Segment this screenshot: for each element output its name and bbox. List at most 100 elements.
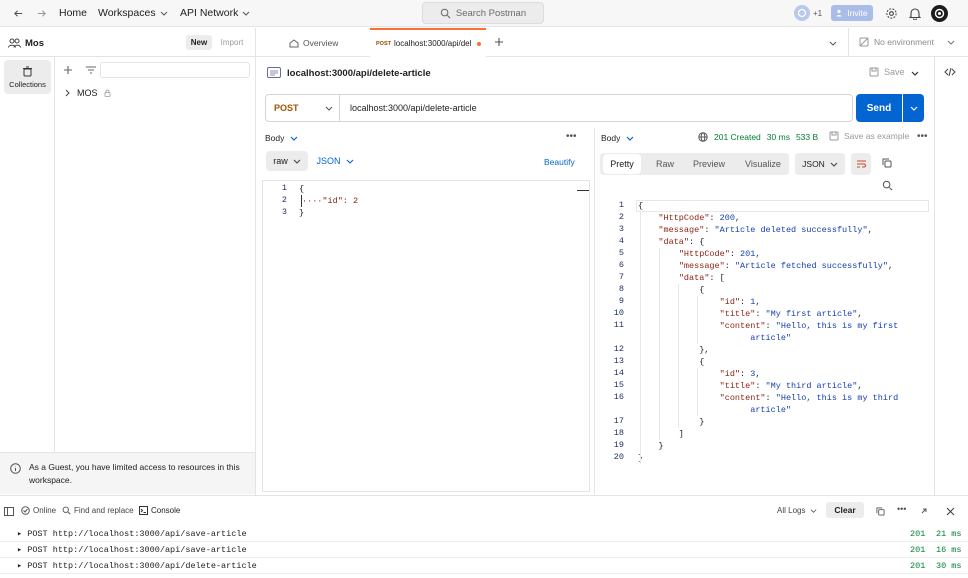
tab-visualize[interactable]: Visualize [745, 159, 781, 169]
top-bar: Home Workspaces API Network Search Postm… [0, 0, 968, 27]
online-status[interactable]: Online [21, 506, 56, 515]
sidebar-rail: Collections [0, 56, 55, 494]
editor-scroll-marker [577, 190, 589, 191]
body-mode-select[interactable]: raw [266, 151, 308, 171]
tab-raw[interactable]: Raw [656, 159, 675, 169]
search-icon[interactable] [882, 180, 893, 191]
avatar[interactable] [794, 5, 810, 21]
search-bar[interactable]: Search Postman [422, 2, 544, 24]
tree-item-mos[interactable]: MOS [64, 88, 111, 98]
no-environment-icon [859, 37, 869, 47]
import-button[interactable]: Import [220, 38, 244, 47]
save-chevron-down-icon[interactable] [911, 69, 919, 77]
tab-preview[interactable]: Preview [693, 159, 726, 169]
response-size[interactable]: 533 B [795, 132, 819, 142]
guest-notice: As a Guest, you have limited access to r… [0, 452, 255, 494]
collections-button[interactable]: Collections [4, 60, 51, 94]
log-time: 16 ms [936, 545, 962, 555]
console-log-row[interactable]: ▸ POST http://localhost:3000/api/delete-… [0, 558, 968, 574]
console-log-row[interactable]: ▸ POST http://localhost:3000/api/save-ar… [0, 526, 968, 542]
chevron-down-icon [830, 160, 838, 168]
url-input[interactable]: localhost:3000/api/delete-article [350, 103, 477, 113]
plus-icon[interactable] [63, 65, 73, 75]
forward-arrow-icon[interactable] [36, 8, 47, 19]
user-avatar-icon[interactable] [931, 5, 948, 22]
tabs-chevron-down-icon[interactable] [829, 39, 837, 47]
more-options-icon[interactable]: ••• [897, 504, 907, 514]
save-button[interactable]: Save [869, 67, 905, 77]
request-title[interactable]: localhost:3000/api/delete-article [287, 68, 431, 79]
response-body-viewer[interactable]: 1{2 "HttpCode": 200,3 "message": "Articl… [602, 196, 930, 490]
code-line: "message": "Article fetched successfully… [678, 261, 894, 271]
nav-home[interactable]: Home [59, 7, 88, 19]
sidebar-toggle-icon[interactable] [4, 507, 14, 516]
info-icon [10, 463, 21, 474]
response-format-select[interactable]: JSON [795, 153, 845, 175]
console-tab[interactable]: Console [139, 506, 180, 515]
all-logs-select[interactable]: All Logs [777, 506, 817, 515]
line-number: 1 [281, 183, 287, 193]
gear-icon[interactable] [885, 7, 898, 20]
filter-input[interactable] [100, 62, 250, 78]
collections-label: Collections [9, 79, 46, 89]
team-icon [8, 38, 21, 48]
indent-guide [678, 284, 679, 428]
chevron-down-icon [160, 9, 168, 17]
find-replace-button[interactable]: Find and replace [62, 506, 134, 515]
request-body-editor[interactable]: 1 { 2 ····"id": 2 3 } [262, 180, 590, 492]
line-number: 6 [618, 260, 624, 270]
expand-icon[interactable] [920, 507, 928, 515]
line-number: 17 [613, 416, 624, 426]
nav-workspaces[interactable]: Workspaces [98, 7, 168, 19]
invite-button[interactable]: Invite [831, 5, 873, 21]
request-bar: POST localhost:3000/api/delete-article [265, 94, 853, 122]
code-line: ····"id": 2 [302, 196, 359, 206]
more-options-icon[interactable]: ••• [566, 131, 577, 142]
response-time[interactable]: 30 ms [766, 132, 790, 142]
tab-request-active[interactable]: POST localhost:3000/api/del [370, 28, 486, 57]
code-line: }, [638, 345, 710, 355]
line-number: 20 [613, 452, 624, 462]
bell-icon[interactable] [909, 7, 921, 20]
chevron-down-icon [947, 38, 955, 46]
body-lang-select[interactable]: JSON [313, 151, 357, 171]
new-button[interactable]: New [186, 35, 212, 50]
line-number: 1 [618, 200, 624, 210]
save-icon [829, 131, 839, 141]
response-body-tab[interactable]: Body [601, 133, 634, 143]
more-options-icon[interactable]: ••• [917, 131, 928, 142]
unsaved-dot-icon [477, 41, 482, 46]
nav-api-network[interactable]: API Network [180, 7, 250, 19]
add-tab-icon[interactable] [494, 37, 504, 47]
pane-divider[interactable] [594, 128, 595, 494]
tab-overview[interactable]: Overview [289, 38, 338, 48]
copy-icon[interactable] [882, 158, 892, 168]
line-number: 3 [618, 224, 624, 234]
status-badge[interactable]: 201 Created [714, 132, 761, 142]
response-body-tab-label: Body [601, 133, 621, 143]
request-body-tab[interactable]: Body [265, 133, 298, 143]
save-as-example-button[interactable]: Save as example [829, 131, 909, 141]
filter-icon[interactable] [86, 66, 96, 74]
beautify-button[interactable]: Beautify [544, 157, 575, 167]
code-snippet-icon[interactable] [944, 67, 956, 77]
sidebar-divider [0, 56, 256, 57]
method-select[interactable]: POST [266, 95, 340, 121]
expand-caret-icon: ▸ [17, 545, 28, 555]
search-placeholder: Search Postman [455, 7, 527, 19]
line-number: 2 [618, 212, 624, 222]
close-icon[interactable] [946, 507, 955, 516]
send-dropdown-button[interactable] [903, 94, 924, 122]
tab-pretty[interactable]: Pretty [603, 154, 641, 174]
globe-icon[interactable] [698, 132, 708, 142]
console-log-row[interactable]: ▸ POST http://localhost:3000/api/save-ar… [0, 542, 968, 558]
environment-select[interactable]: No environment [859, 37, 955, 47]
wrap-lines-icon[interactable] [851, 153, 871, 175]
workspace-name[interactable]: Mos [25, 38, 44, 49]
log-entry: ▸ POST http://localhost:3000/api/save-ar… [17, 529, 247, 539]
back-arrow-icon[interactable] [13, 8, 24, 19]
send-button[interactable]: Send [856, 94, 902, 122]
code-line: "data": { [658, 237, 705, 247]
copy-icon[interactable] [876, 507, 885, 516]
clear-button[interactable]: Clear [826, 502, 864, 518]
